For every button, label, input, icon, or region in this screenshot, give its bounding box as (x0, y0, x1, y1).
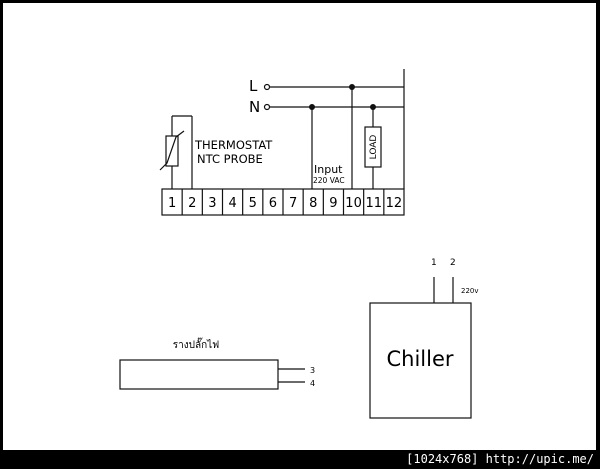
terminal-number-11: 11 (365, 196, 382, 211)
terminal-number-1: 1 (168, 196, 176, 211)
chiller-label: Chiller (386, 347, 453, 371)
load-box (364, 126, 382, 168)
sensor-label-line2: NTC PROBE (197, 152, 263, 166)
power-strip-pin3-label: 3 (310, 366, 315, 375)
terminal-number-3: 3 (208, 196, 216, 211)
input-voltage: 220 VAC (313, 176, 345, 185)
terminal-number-6: 6 (269, 196, 277, 211)
terminal-number-10: 10 (345, 196, 362, 211)
line-terminal (263, 83, 271, 91)
chiller-voltage: 220v (461, 287, 479, 295)
chiller-pin2-label: 2 (450, 258, 456, 268)
neutral-terminal (263, 103, 271, 111)
watermark-text: [1024x768] http://upic.me/ (406, 452, 594, 466)
terminal-number-5: 5 (249, 196, 257, 211)
terminal-number-8: 8 (309, 196, 317, 211)
chiller-box (369, 302, 472, 419)
power-strip-pin4-label: 4 (310, 379, 315, 388)
power-strip-label: รางปลั๊กไฟ (173, 337, 220, 351)
terminal-number-12: 12 (386, 196, 403, 211)
line-label: L (249, 77, 258, 95)
terminal-number-4: 4 (228, 196, 236, 211)
terminal-number-7: 7 (289, 196, 297, 211)
neutral-label: N (249, 98, 260, 116)
footer-bar: [1024x768] http://upic.me/ (0, 450, 600, 469)
terminal-number-2: 2 (188, 196, 196, 211)
load-label: LOAD (369, 135, 379, 160)
sensor-label-line1: THERMOSTAT (194, 138, 273, 152)
ntc-slash (159, 130, 185, 171)
input-label: Input (314, 163, 343, 176)
power-strip-box (119, 359, 279, 390)
chiller-pin1-label: 1 (431, 258, 437, 268)
diagram-canvas: L N LOAD Input 220 VAC THERMOSTAT NTC PR… (3, 3, 596, 450)
terminal-number-9: 9 (329, 196, 337, 211)
